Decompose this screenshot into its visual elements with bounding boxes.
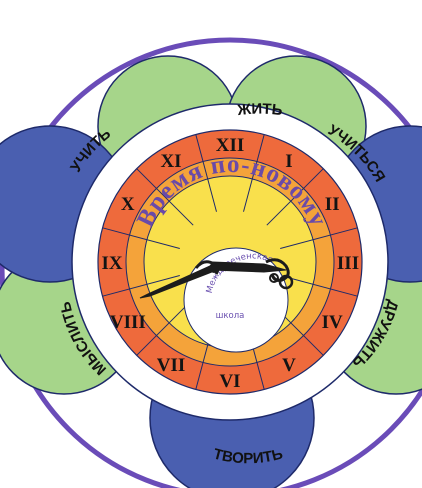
numeral-3: III <box>337 253 359 274</box>
numeral-4: IV <box>322 312 343 333</box>
numeral-10: X <box>121 194 135 215</box>
numeral-8: VIII <box>110 312 146 333</box>
numeral-7: VII <box>157 355 186 376</box>
school-name-word: школа <box>216 311 245 321</box>
numeral-5: V <box>282 355 296 376</box>
clock-pivot <box>209 263 219 273</box>
word-top: ЖИТЬ <box>236 101 284 120</box>
numeral-9: IX <box>101 253 122 274</box>
numeral-6: VI <box>219 371 240 392</box>
